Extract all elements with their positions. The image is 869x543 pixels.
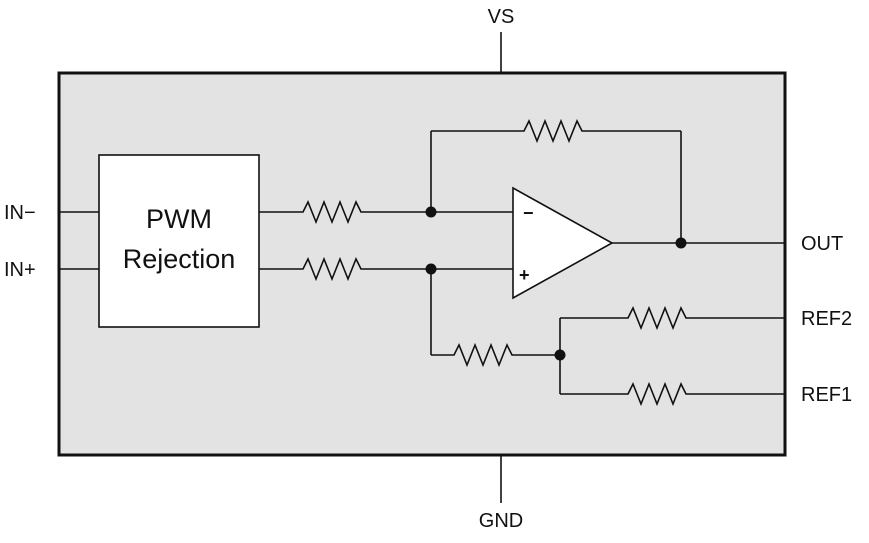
- input-resistor-inverting: [298, 199, 366, 225]
- noninverting-input-sign: +: [519, 265, 530, 285]
- input-resistor-noninverting: [298, 256, 366, 282]
- pwm-block-label-line2: Rejection: [123, 244, 236, 274]
- ref1-resistor: [623, 381, 691, 407]
- pin-label-out: OUT: [801, 233, 843, 255]
- inverting-input-sign: −: [523, 203, 534, 223]
- reference-resistor: [449, 342, 517, 368]
- junction-dot-noninverting: [425, 263, 437, 275]
- pin-label-gnd: GND: [479, 510, 523, 532]
- pwm-block-label-line1: PWM: [146, 204, 212, 234]
- ref2-resistor: [623, 305, 691, 331]
- junction-dot-inverting: [425, 206, 437, 218]
- pin-label-in-minus: IN−: [4, 202, 36, 224]
- pin-label-ref2: REF2: [801, 308, 852, 330]
- junction-dot-reference: [554, 349, 566, 361]
- pin-label-vs: VS: [488, 6, 515, 28]
- op-amp: [512, 186, 614, 300]
- pin-label-in-plus: IN+: [4, 259, 36, 281]
- feedback-resistor: [519, 118, 587, 144]
- pin-label-ref1: REF1: [801, 384, 852, 406]
- pwm-rejection-block: [98, 154, 260, 328]
- junction-dot-output: [675, 237, 687, 249]
